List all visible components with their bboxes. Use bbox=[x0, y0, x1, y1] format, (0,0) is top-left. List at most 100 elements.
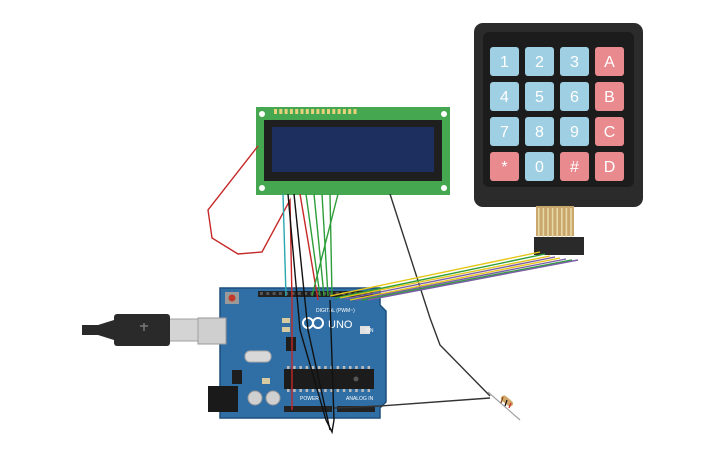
lcd-pin bbox=[284, 109, 288, 114]
key-label: 7 bbox=[500, 124, 509, 141]
key-face bbox=[490, 152, 519, 181]
digital-header bbox=[258, 291, 373, 297]
digital-pin[interactable] bbox=[272, 292, 276, 295]
wire-keypad-6 bbox=[355, 258, 567, 301]
chip-leg bbox=[355, 366, 358, 369]
lcd-pin bbox=[332, 109, 336, 114]
digital-pin[interactable] bbox=[297, 292, 301, 295]
keypad-key-A[interactable]: A bbox=[595, 47, 624, 76]
analog-header bbox=[337, 406, 375, 412]
resistor-icon[interactable] bbox=[487, 391, 521, 421]
key-face bbox=[490, 82, 519, 111]
wire-keypad-2 bbox=[334, 253, 546, 299]
keypad-key-0[interactable]: 0 bbox=[525, 152, 554, 181]
lcd-pin bbox=[295, 109, 299, 114]
key-label: 3 bbox=[570, 54, 579, 71]
digital-pin[interactable] bbox=[304, 292, 308, 295]
keypad-key-3[interactable]: 3 bbox=[560, 47, 589, 76]
chip-leg bbox=[342, 389, 346, 392]
usb-cable-icon[interactable] bbox=[82, 314, 199, 346]
wire-green-5 bbox=[311, 193, 339, 297]
keypad-key-9[interactable]: 9 bbox=[560, 117, 589, 146]
digital-pin[interactable] bbox=[266, 292, 270, 295]
key-label: 9 bbox=[570, 124, 579, 141]
dc-jack bbox=[208, 386, 238, 412]
key-label: 1 bbox=[500, 54, 509, 71]
key-label: * bbox=[501, 159, 507, 176]
keypad-key-*[interactable]: * bbox=[490, 152, 519, 181]
wire-black-4 bbox=[333, 397, 491, 409]
key-label: D bbox=[604, 159, 616, 176]
digital-pin[interactable] bbox=[329, 292, 333, 295]
keypad-key-6[interactable]: 6 bbox=[560, 82, 589, 111]
keypad-connector[interactable] bbox=[534, 237, 584, 255]
ribbon-pin bbox=[570, 208, 572, 238]
board-label: UNO bbox=[328, 319, 353, 331]
atmega-chip bbox=[284, 369, 374, 389]
key-face bbox=[525, 152, 554, 181]
keypad-key-C[interactable]: C bbox=[595, 117, 624, 146]
digital-pin[interactable] bbox=[310, 292, 314, 295]
chip-leg bbox=[299, 389, 302, 392]
keypad-key-4[interactable]: 4 bbox=[490, 82, 519, 111]
chip-leg bbox=[336, 366, 340, 369]
wire-keypad-4 bbox=[344, 256, 556, 300]
key-face bbox=[525, 117, 554, 146]
lcd-pin bbox=[327, 109, 330, 114]
power-label: POWER bbox=[300, 396, 319, 402]
keypad-key-8[interactable]: 8 bbox=[525, 117, 554, 146]
chip-leg bbox=[287, 366, 290, 369]
chip-leg bbox=[367, 389, 371, 392]
lcd-pin bbox=[279, 109, 283, 114]
chip-leg bbox=[324, 366, 327, 369]
arduino-board[interactable]: UNO DIGITAL (PWM~) ON POWER ANALOG IN bbox=[197, 287, 387, 419]
digital-pin[interactable] bbox=[335, 292, 339, 295]
lcd-pin bbox=[305, 109, 309, 114]
lcd-screen bbox=[272, 127, 434, 172]
digital-pin[interactable] bbox=[260, 292, 263, 295]
keypad-key-5[interactable]: 5 bbox=[525, 82, 554, 111]
keypad-key-#[interactable]: # bbox=[560, 152, 589, 181]
wire-keypad-3 bbox=[339, 255, 551, 299]
wire-red-loop bbox=[207, 145, 293, 410]
lcd-pin-header bbox=[274, 109, 357, 114]
wire-green-4 bbox=[329, 193, 333, 297]
lcd-pin bbox=[337, 109, 341, 114]
key-label: 0 bbox=[535, 159, 544, 176]
analog-label: ANALOG IN bbox=[346, 396, 374, 402]
key-face bbox=[595, 152, 624, 181]
key-face bbox=[560, 117, 589, 146]
keypad-key-D[interactable]: D bbox=[595, 152, 624, 181]
keypad-key-B[interactable]: B bbox=[595, 82, 624, 111]
lcd-pin bbox=[342, 109, 346, 114]
lcd-pin bbox=[348, 109, 352, 114]
digital-pin[interactable] bbox=[348, 292, 352, 295]
key-face bbox=[560, 152, 589, 181]
keypad-key-1[interactable]: 1 bbox=[490, 47, 519, 76]
key-label: 8 bbox=[535, 124, 544, 141]
digital-pin[interactable] bbox=[367, 292, 371, 295]
digital-pin[interactable] bbox=[323, 292, 326, 295]
chip-leg bbox=[318, 366, 321, 369]
lcd-pin bbox=[300, 109, 304, 114]
digital-pin[interactable] bbox=[278, 292, 282, 295]
chip-leg bbox=[336, 389, 340, 392]
lcd-display[interactable] bbox=[256, 107, 450, 195]
key-label: B bbox=[604, 89, 615, 106]
lcd-pin bbox=[274, 109, 277, 114]
wire-keypad-7 bbox=[361, 259, 573, 301]
chip-leg bbox=[293, 389, 296, 392]
wire-green-1 bbox=[305, 193, 321, 297]
keypad-key-2[interactable]: 2 bbox=[525, 47, 554, 76]
digital-pin[interactable] bbox=[291, 292, 295, 295]
wire-keypad-1 bbox=[329, 251, 541, 297]
chip-leg bbox=[355, 389, 358, 392]
digital-pin[interactable] bbox=[285, 292, 289, 295]
keypad-key-7[interactable]: 7 bbox=[490, 117, 519, 146]
key-label: C bbox=[604, 124, 616, 141]
key-face bbox=[560, 82, 589, 111]
digital-pin[interactable] bbox=[316, 292, 320, 295]
